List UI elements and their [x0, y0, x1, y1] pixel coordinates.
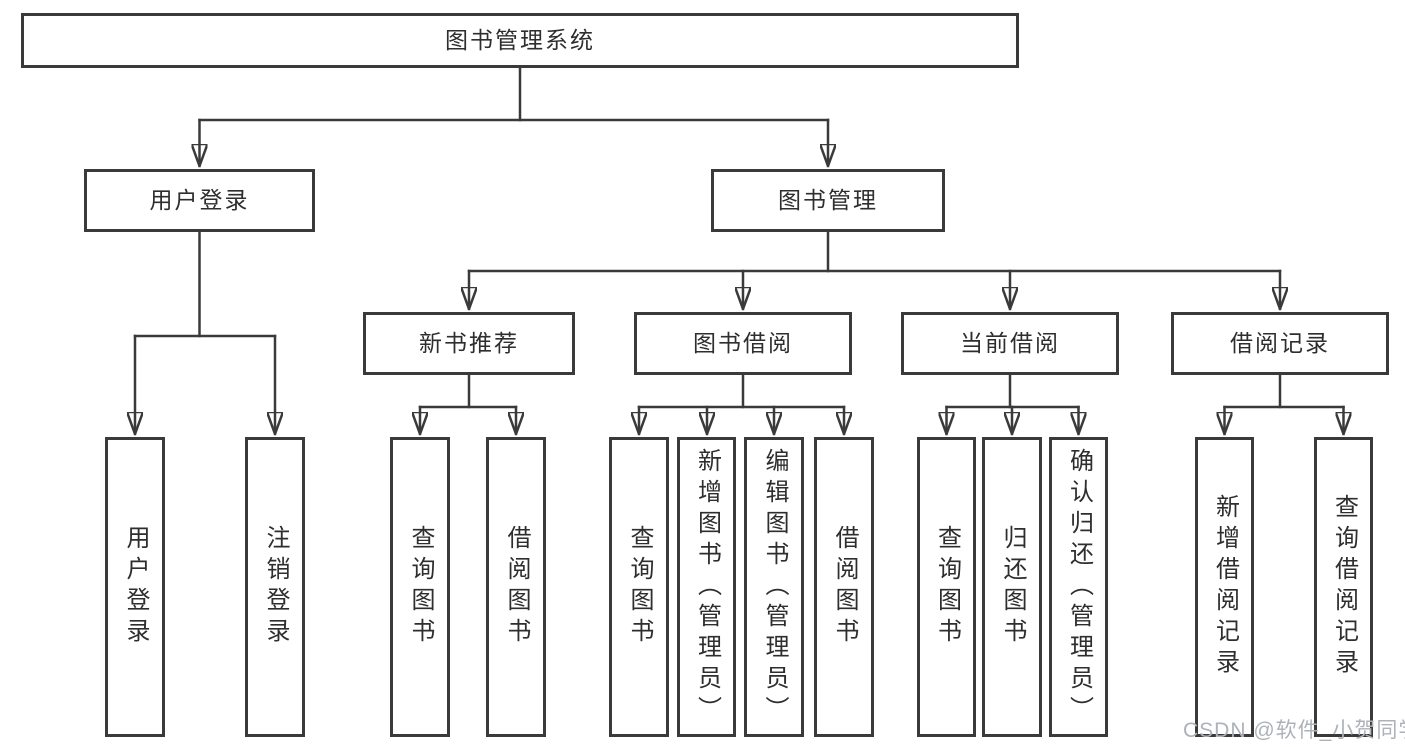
watermark: CSDN @软件_小贺同学	[1183, 719, 1405, 742]
leaf-add-borrow-record-label: 新增借阅记录	[1211, 494, 1239, 680]
leaf-query-borrow-record: 查询借阅记录	[1314, 437, 1373, 737]
node-new-book-recommend: 新书推荐	[363, 312, 575, 375]
leaf-logout-login-label: 注销登录	[262, 525, 289, 649]
node-book-borrowing-label: 图书借阅	[693, 330, 793, 356]
node-user-login-label: 用户登录	[149, 187, 250, 213]
node-book-borrowing: 图书借阅	[634, 312, 852, 375]
node-book-management: 图书管理	[711, 169, 945, 232]
leaf-borrow-books-borrowing-label: 借阅图书	[831, 525, 858, 649]
leaf-confirm-return-admin-label: 确认归还（管理员）	[1065, 447, 1093, 727]
leaf-add-books-admin-label: 新增图书（管理员）	[693, 447, 721, 727]
leaf-borrow-books-recommend-label: 借阅图书	[503, 525, 530, 649]
leaf-query-books-recommend-label: 查询图书	[407, 525, 434, 649]
leaf-user-login: 用户登录	[105, 437, 165, 737]
leaf-query-books-borrowing-label: 查询图书	[626, 525, 653, 649]
leaf-confirm-return-admin: 确认归还（管理员）	[1049, 437, 1108, 737]
node-root-label: 图书管理系统	[445, 27, 595, 53]
leaf-query-books-borrowing: 查询图书	[609, 437, 669, 737]
leaf-edit-books-admin: 编辑图书（管理员）	[744, 437, 804, 737]
node-borrow-records: 借阅记录	[1171, 312, 1389, 375]
leaf-return-books-label: 归还图书	[999, 525, 1026, 649]
leaf-user-login-label: 用户登录	[122, 525, 149, 649]
leaf-return-books: 归还图书	[982, 437, 1042, 737]
leaf-query-books-recommend: 查询图书	[390, 437, 450, 737]
node-root: 图书管理系统	[21, 13, 1019, 68]
leaf-borrow-books-borrowing: 借阅图书	[814, 437, 874, 737]
leaf-add-books-admin: 新增图书（管理员）	[677, 437, 736, 737]
node-new-book-recommend-label: 新书推荐	[419, 330, 519, 356]
node-book-management-label: 图书管理	[778, 187, 878, 213]
node-current-borrowing-label: 当前借阅	[960, 330, 1060, 356]
leaf-query-books-current-label: 查询图书	[933, 525, 961, 649]
leaf-borrow-books-recommend: 借阅图书	[486, 437, 546, 737]
leaf-add-borrow-record: 新增借阅记录	[1195, 437, 1254, 737]
node-current-borrowing: 当前借阅	[901, 312, 1119, 375]
leaf-query-borrow-record-label: 查询借阅记录	[1330, 494, 1358, 680]
node-borrow-records-label: 借阅记录	[1230, 330, 1330, 356]
node-user-login: 用户登录	[84, 169, 315, 232]
leaf-edit-books-admin-label: 编辑图书（管理员）	[761, 447, 788, 727]
leaf-logout-login: 注销登录	[245, 437, 305, 737]
leaf-query-books-current: 查询图书	[917, 437, 976, 737]
